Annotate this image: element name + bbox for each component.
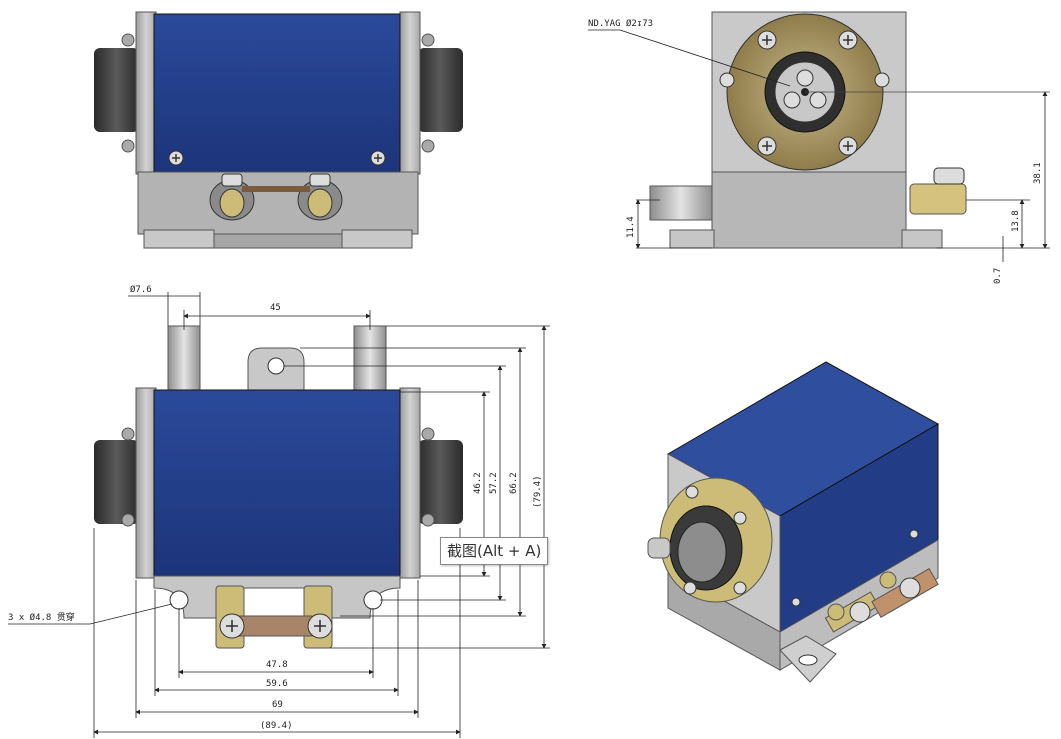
side-connector-left bbox=[94, 48, 139, 132]
dim-w1: 47.8 bbox=[266, 660, 288, 670]
isometric-view bbox=[647, 361, 940, 683]
label-mounting-holes: 3 x Ø4.8 贯穿 bbox=[8, 611, 75, 623]
dim-height-total: 38.1 bbox=[1033, 162, 1043, 184]
top-view bbox=[94, 325, 463, 649]
side-connector-right bbox=[418, 48, 463, 132]
dim-port-spacing: 45 bbox=[270, 303, 281, 313]
side-base bbox=[137, 171, 419, 235]
top-dimensions bbox=[8, 292, 550, 738]
top-housing bbox=[153, 389, 401, 577]
screenshot-tooltip: 截图(Alt + A) bbox=[440, 537, 549, 565]
label-bore-spec: Ø2↧73 bbox=[626, 18, 653, 29]
label-port-diameter: Ø7.6 bbox=[130, 284, 152, 295]
dim-h2: 57.2 bbox=[489, 472, 499, 494]
dim-w3: 69 bbox=[272, 700, 283, 710]
dim-w4: (89.4) bbox=[260, 721, 293, 731]
side-housing bbox=[153, 13, 401, 173]
front-view bbox=[649, 11, 1050, 249]
dim-base-offset: 0.7 bbox=[993, 268, 1003, 284]
front-dimensions bbox=[588, 29, 1050, 262]
dim-h1: 46.2 bbox=[473, 472, 483, 494]
side-view bbox=[94, 11, 463, 249]
dim-port-height: 13.8 bbox=[1011, 210, 1021, 232]
dim-h4: (79.4) bbox=[533, 475, 543, 508]
label-laser-medium: ND.YAG bbox=[588, 19, 621, 29]
dim-w2: 59.6 bbox=[266, 679, 288, 689]
dim-left-port-height: 11.4 bbox=[626, 216, 636, 238]
dim-h3: 66.2 bbox=[509, 472, 519, 494]
